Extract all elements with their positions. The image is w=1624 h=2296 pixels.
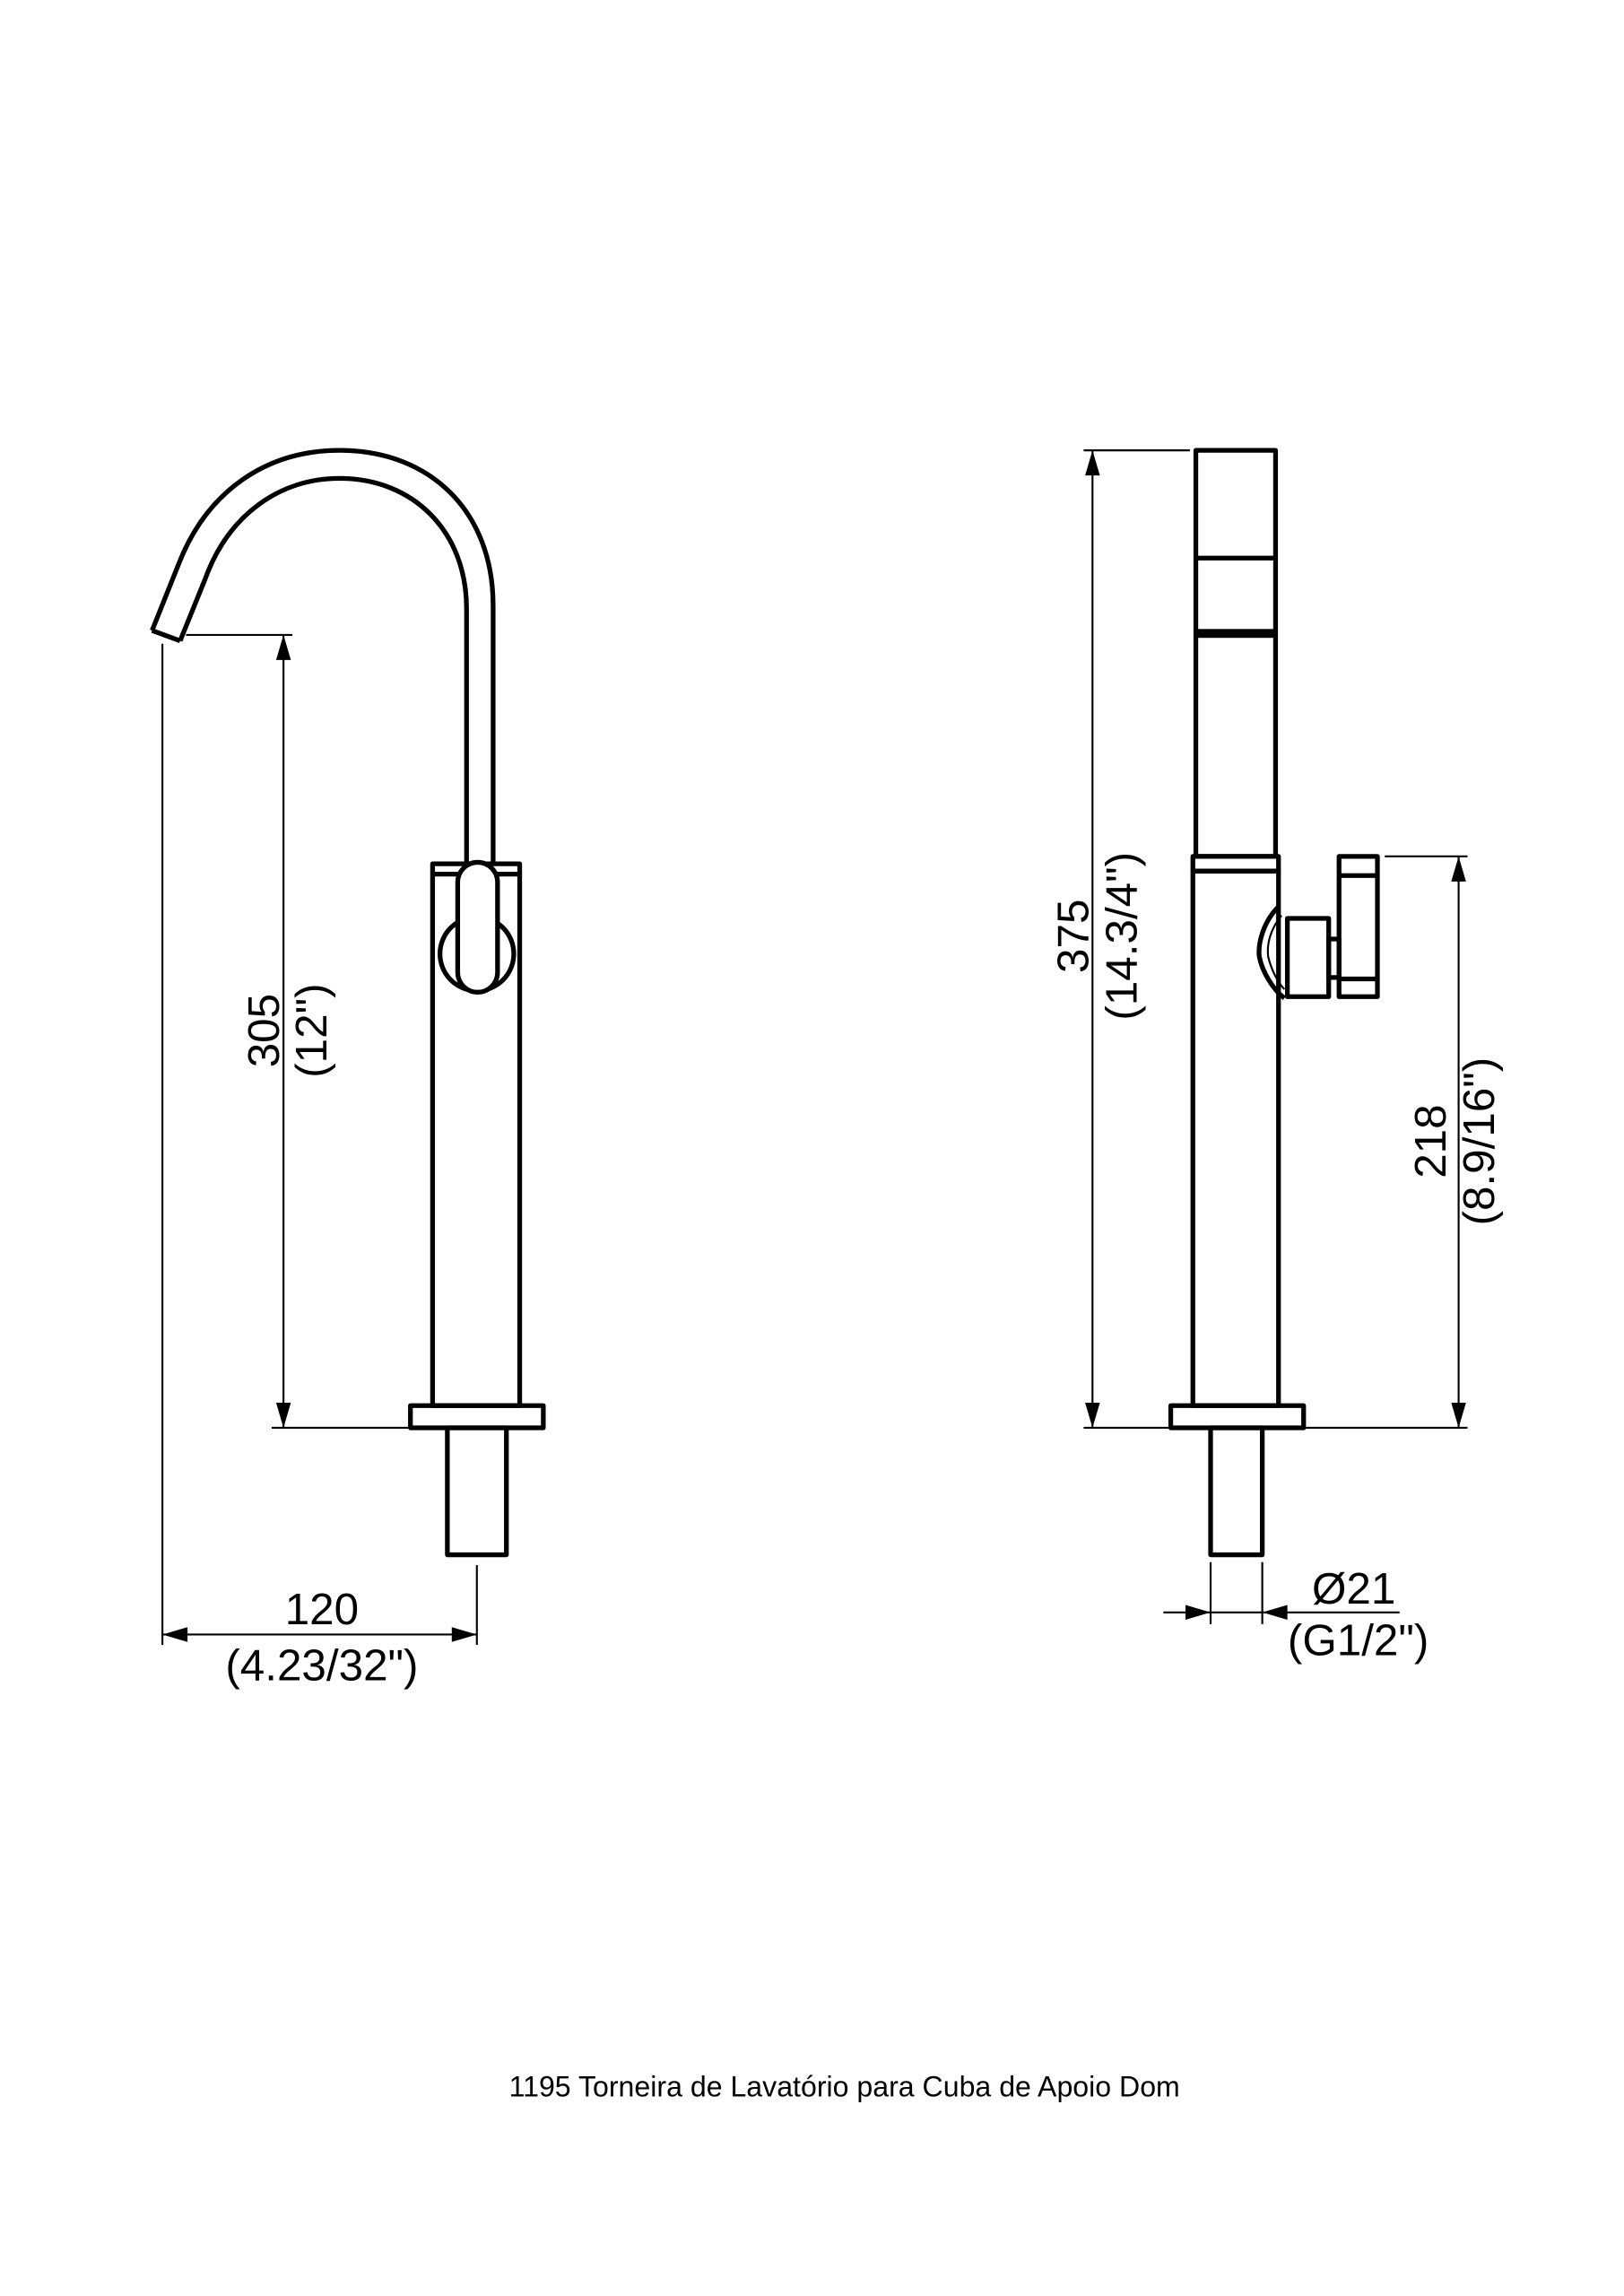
arrow-up-icon [1451,856,1466,882]
arrow-down-icon [1451,1402,1466,1428]
spout-height-mm: 305 [239,994,289,1067]
base-plate [408,1403,546,1431]
inlet-pipe-side [1208,1425,1265,1558]
spout-outer-outline [150,448,496,865]
handle-lever-side [1336,854,1380,999]
handle-height-mm: 218 [1406,1104,1455,1178]
arrow-up-icon [1085,450,1100,476]
arrow-right-icon [1185,1605,1211,1620]
connection-thread: (G1/2") [1288,1616,1429,1665]
arrow-left-icon [1262,1605,1288,1620]
spout-reach-inch: (4.23/32") [225,1640,418,1690]
side-view-faucet [1168,448,1380,1558]
handle-knob [1284,916,1332,999]
dimension-spout-reach: 120 (4.23/32") [161,643,478,1690]
upper-column [1193,448,1279,859]
total-height-inch: (14.3/4") [1098,852,1147,1021]
drawing-caption: 1195 Torneira de Lavatório para Cuba de … [509,2071,1180,2103]
lower-body [1190,868,1281,1408]
handle-bulge [1256,904,1286,1001]
arrow-right-icon [451,1627,477,1642]
spout-height-inch: (12") [287,983,336,1077]
total-height-mm: 375 [1048,900,1098,973]
handle-lever [455,859,500,995]
spout-inner-outline [178,475,469,865]
arrow-down-icon [275,1402,291,1428]
inlet-pipe [445,1425,509,1558]
dimension-total-height: 375 (14.3/4") [1048,449,1190,1430]
spout-tip [151,628,181,643]
arrow-down-icon [1085,1402,1100,1428]
connection-diameter: Ø21 [1312,1564,1395,1613]
column-band [1197,629,1274,639]
spout-reach-mm: 120 [285,1585,359,1634]
arrow-up-icon [275,634,291,660]
dimension-spout-height: 305 (12") [186,633,411,1430]
dimension-connection: Ø21 (G1/2") [1163,1561,1429,1665]
handle-height-inch: (8.9/16") [1455,1057,1504,1226]
dimension-handle-height: 218 (8.9/16") [1305,855,1504,1430]
base-plate-side [1168,1403,1307,1431]
arrow-left-icon [162,1627,188,1642]
front-view-faucet [150,448,546,1558]
